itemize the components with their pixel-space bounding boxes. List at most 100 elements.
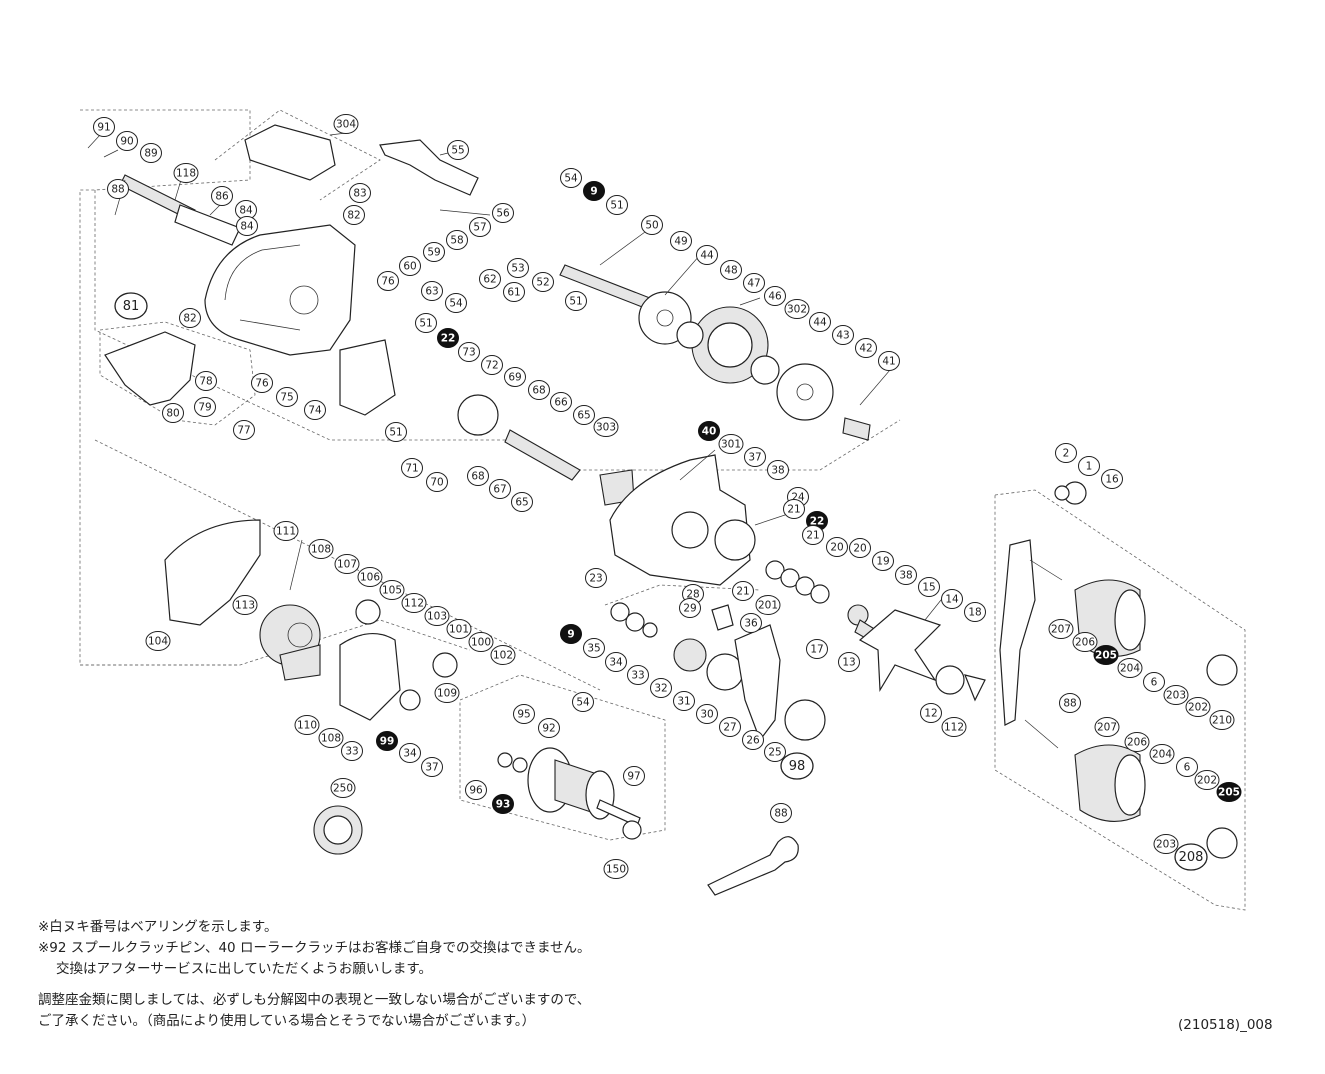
callout-number: 205	[1218, 787, 1240, 799]
part-callout-33: 33	[341, 741, 363, 761]
callout-number: 16	[1105, 474, 1119, 486]
callout-number: 107	[337, 559, 357, 571]
callout-badge	[343, 205, 365, 225]
callout-badge	[399, 743, 421, 763]
callout-number: 34	[609, 657, 623, 669]
part-callout-20: 20	[849, 538, 871, 558]
part-callout-33: 33	[627, 665, 649, 685]
callout-badge	[1048, 619, 1074, 639]
callout-badge	[434, 683, 460, 703]
callout-badge	[1216, 782, 1242, 802]
part-callout-107: 107	[334, 554, 360, 574]
part-callout-81: 81	[114, 292, 148, 320]
star-drag-16-shape	[858, 609, 942, 693]
part-callout-9: 9	[583, 181, 605, 201]
part-callout-106: 106	[357, 567, 383, 587]
part-callout-58: 58	[446, 230, 468, 250]
callout-number: 207	[1097, 722, 1117, 734]
callout-badge	[467, 466, 489, 486]
callout-number: 60	[403, 261, 416, 273]
callout-badge	[465, 780, 487, 800]
callout-number: 21	[736, 586, 749, 598]
part-callout-16: 16	[1101, 469, 1123, 489]
callout-badge	[809, 312, 831, 332]
callout-number: 205	[1095, 650, 1117, 662]
callout-badge	[481, 355, 503, 375]
callout-number: 92	[542, 723, 555, 735]
callout-badge	[341, 741, 363, 761]
callout-number: 84	[239, 205, 253, 217]
callout-badge	[583, 638, 605, 658]
part-callout-34: 34	[605, 652, 627, 672]
callout-badge	[538, 718, 560, 738]
part-callout-21: 21	[802, 525, 824, 545]
callout-number: 301	[721, 439, 741, 451]
callout-badge	[1194, 770, 1220, 790]
part-callout-205: 205	[1093, 645, 1119, 665]
part-callout-102: 102	[490, 645, 516, 665]
callout-badge	[941, 717, 967, 737]
callout-badge	[802, 525, 824, 545]
callout-badge	[195, 371, 217, 391]
callout-number: 15	[922, 582, 935, 594]
callout-badge	[308, 539, 334, 559]
callout-badge	[385, 422, 407, 442]
callout-badge	[585, 568, 607, 588]
callout-number: 21	[787, 504, 800, 516]
callout-badge	[458, 342, 480, 362]
callout-badge	[469, 217, 491, 237]
callout-badge	[593, 417, 619, 437]
part-callout-303: 303	[593, 417, 619, 437]
callout-number: 17	[810, 644, 823, 656]
callout-badge	[1143, 672, 1165, 692]
part-callout-69: 69	[504, 367, 526, 387]
ring-26-shape	[784, 699, 826, 741]
callout-number: 77	[237, 425, 250, 437]
callout-number: 36	[744, 618, 758, 630]
callout-number: 108	[321, 733, 341, 745]
part-callout-76: 76	[377, 271, 399, 291]
part-callout-84: 84	[235, 200, 257, 220]
callout-number: 150	[606, 864, 626, 876]
callout-badge	[1059, 693, 1081, 713]
callout-number: 20	[830, 542, 843, 554]
callout-badge	[273, 521, 299, 541]
callout-badge	[1209, 710, 1235, 730]
callout-badge	[349, 183, 371, 203]
callout-badge	[421, 757, 443, 777]
callout-number: 206	[1127, 737, 1147, 749]
callout-badge	[743, 273, 765, 293]
callout-badge	[755, 595, 781, 615]
callout-number: 70	[430, 477, 443, 489]
callout-badge	[964, 602, 986, 622]
callout-badge	[679, 598, 701, 618]
part-callout-202: 202	[1185, 697, 1211, 717]
part-callout-97: 97	[623, 766, 645, 786]
yoke-shape	[457, 394, 499, 436]
callout-number: 50	[645, 220, 658, 232]
callout-badge	[1149, 744, 1175, 764]
callout-number: 204	[1120, 663, 1140, 675]
part-callout-52: 52	[532, 272, 554, 292]
callout-number: 96	[469, 785, 483, 797]
part-callout-99: 99	[376, 731, 398, 751]
callout-badge	[1176, 757, 1198, 777]
callout-badge	[1163, 685, 1189, 705]
part-callout-91: 91	[93, 117, 115, 137]
part-callout-2: 2	[1055, 443, 1077, 463]
part-callout-67: 67	[489, 479, 511, 499]
callout-number: 76	[255, 378, 269, 390]
callout-badge	[294, 715, 320, 735]
callout-number: 42	[859, 343, 872, 355]
part-callout-83: 83	[349, 183, 371, 203]
part-callout-60: 60	[399, 256, 421, 276]
callout-badge	[1072, 632, 1098, 652]
callout-number: 32	[654, 683, 667, 695]
callout-number: 47	[747, 278, 760, 290]
part-callout-23: 23	[585, 568, 607, 588]
part-callout-51: 51	[385, 422, 407, 442]
callout-badge	[447, 140, 469, 160]
callout-number: 74	[308, 405, 322, 417]
callout-number: 69	[508, 372, 521, 384]
callout-badge	[304, 400, 326, 420]
